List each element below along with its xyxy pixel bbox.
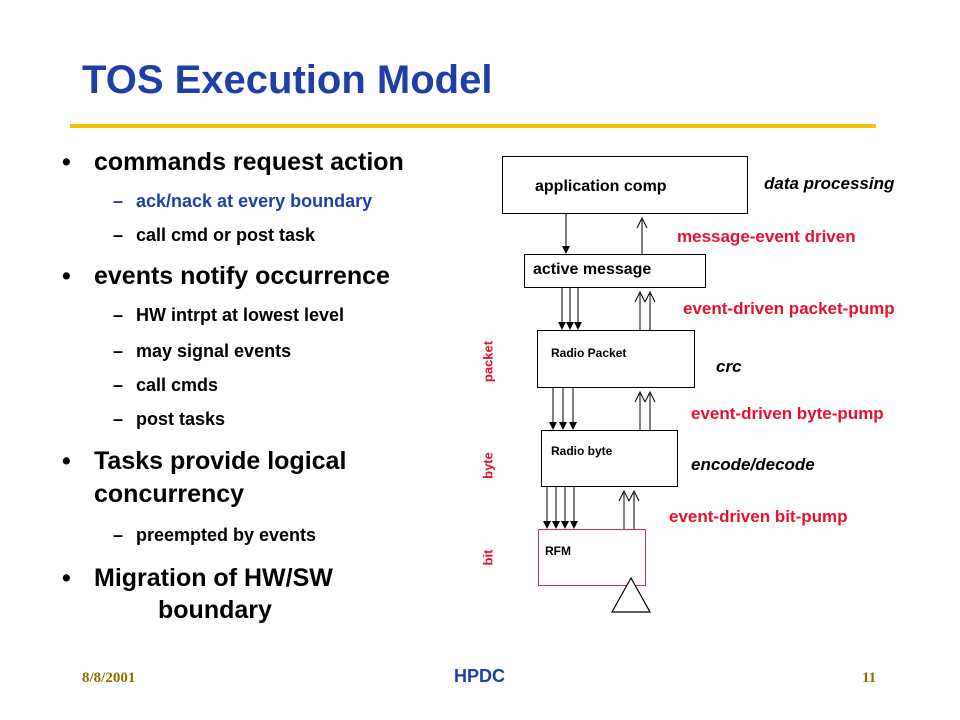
application-comp-box [502, 156, 748, 214]
dash-glyph: – [113, 375, 124, 395]
bullet-glyph: • [62, 148, 71, 176]
radio-byte-box [541, 430, 678, 487]
title-underline [70, 124, 876, 128]
up-arrowhead [618, 489, 630, 502]
bullet-glyph: • [62, 447, 71, 475]
up-arrowhead [644, 290, 656, 303]
bullet-glyph: • [62, 564, 71, 592]
sub-bullet-preempted: preempted by events [136, 525, 317, 545]
footer-page-number: 11 [862, 670, 877, 686]
application-comp-label: application comp [535, 178, 667, 195]
sub-bullet-call-cmds: call cmds [136, 375, 219, 395]
radio-packet-label: Radio Packet [551, 346, 627, 360]
antenna-triangle [610, 576, 652, 613]
bullet-migration-line2: boundary [158, 596, 272, 624]
dash-glyph: – [113, 305, 124, 325]
bullet-commands: commands request action [94, 148, 404, 176]
dash-glyph: – [113, 191, 124, 211]
rfm-label: RFM [545, 544, 571, 558]
bullet-tasks-line1: Tasks provide logical [94, 447, 347, 475]
active-message-box [524, 254, 706, 288]
data-processing-label: data processing [764, 174, 895, 193]
encode-decode-label: encode/decode [691, 455, 815, 474]
dash-glyph: – [113, 409, 124, 429]
footer-conference: HPDC [454, 666, 506, 686]
sub-bullet-post-tasks: post tasks [136, 409, 226, 429]
up-arrowhead [636, 216, 648, 229]
up-arrowhead [634, 290, 646, 303]
bullet-tasks-line2: concurrency [94, 480, 245, 508]
radio-packet-box [537, 330, 695, 388]
radio-byte-label: Radio byte [551, 444, 613, 458]
up-arrowhead [628, 489, 640, 502]
sub-bullet-call-cmd: call cmd or post task [136, 225, 316, 245]
message-event-label: message-event driven [677, 227, 856, 246]
active-message-label: active message [533, 261, 652, 278]
crc-label: crc [716, 357, 742, 376]
up-arrowhead [644, 390, 656, 403]
footer-date: 8/8/2001 [82, 670, 136, 686]
sub-bullet-hw-intrpt: HW intrpt at lowest level [136, 305, 345, 325]
up-arrowhead [634, 390, 646, 403]
byte-pump-label: event-driven byte-pump [691, 404, 884, 423]
rfm-box [538, 529, 646, 586]
slide-title: TOS Execution Model [82, 58, 493, 102]
bullet-glyph: • [62, 262, 71, 290]
dash-glyph: – [113, 525, 124, 545]
dash-glyph: – [113, 341, 124, 361]
packet-pump-label: event-driven packet-pump [683, 299, 895, 318]
sub-bullet-signal-events: may signal events [136, 341, 292, 361]
bit-pump-label: event-driven bit-pump [669, 507, 848, 526]
sub-bullet-ack: ack/nack at every boundary [136, 191, 373, 211]
bullet-migration-line1: Migration of HW/SW [94, 564, 333, 592]
bullet-events: events notify occurrence [94, 262, 390, 290]
dash-glyph: – [113, 225, 124, 245]
